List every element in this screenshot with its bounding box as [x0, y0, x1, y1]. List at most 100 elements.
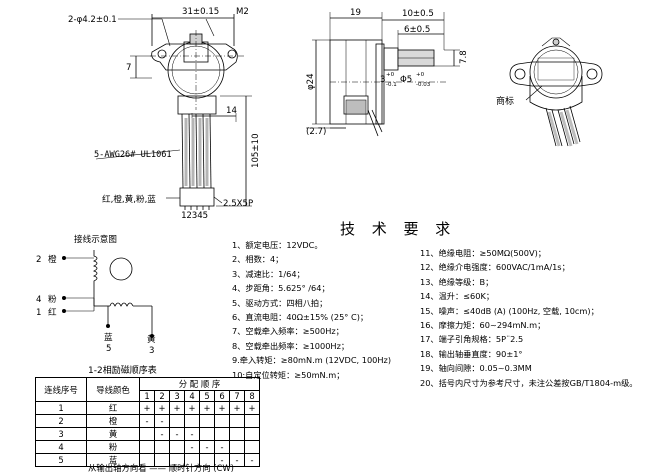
spec-item: 8、空载牵出频率：≥1000Hz；	[232, 340, 350, 351]
wire-blue-label: 蓝	[104, 331, 113, 343]
dim-6: 6±0.5	[404, 25, 430, 35]
polarity-cell	[244, 440, 260, 454]
polarity-cell	[229, 414, 245, 428]
wire-number-cell: 5	[35, 453, 87, 467]
wire-1-number: 1	[36, 308, 41, 318]
wire-color-cell: 黄	[86, 427, 140, 441]
spec-item: 4、步距角：5.625° /64；	[232, 283, 330, 294]
polarity-cell	[229, 440, 245, 454]
step-header: 3	[169, 390, 185, 402]
polarity-cell	[169, 414, 185, 428]
wire-yellow-label: 黄	[147, 333, 156, 345]
polarity-cell: -	[244, 453, 260, 467]
wire-number-cell: 4	[35, 440, 87, 454]
step-header: 4	[184, 390, 200, 402]
wire-color-cell: 橙	[86, 414, 140, 428]
polarity-cell: +	[244, 401, 260, 415]
connector	[179, 187, 215, 207]
dim-phi5-tol-bot: -0.03	[416, 82, 431, 88]
spec-item: 7、空载牵入频率：≥500Hz；	[232, 326, 344, 337]
dim-3: 3	[380, 75, 385, 85]
polarity-cell: +	[169, 401, 185, 415]
spec-item: 17、端子引角规格：5P¨2.5	[420, 334, 524, 345]
polarity-cell	[214, 414, 230, 428]
spec-item: 1、额定电压：12VDC。	[232, 240, 323, 250]
step-header: 6	[214, 390, 230, 402]
polarity-cell: -	[229, 453, 245, 467]
side-view	[306, 12, 460, 137]
wire-color-cell: 红	[86, 401, 140, 415]
spec-item: 10:自定位转矩：≥50mN.m；	[232, 369, 345, 380]
polarity-cell: -	[154, 414, 170, 428]
step-header: 2	[154, 390, 170, 402]
polarity-cell	[184, 414, 200, 428]
wire-2-color: 橙	[48, 253, 57, 265]
wire-number-cell: 2	[35, 414, 87, 428]
dim-2-7: (2.7)	[306, 127, 326, 137]
spec-list-right: 11、绝缘电阻：≥50MΩ(500V)；12、绝缘介电强度：600VAC/1mA…	[420, 246, 637, 390]
rotation-footnote: 从输出轴方向看 —— 顺时针方向 (CW)	[88, 463, 234, 473]
dim-19: 19	[350, 8, 361, 18]
step-header: 5	[199, 390, 215, 402]
spec-item: 16、摩擦力矩：60~294mN.m；	[420, 320, 546, 331]
wire-1-color: 红	[48, 306, 57, 318]
polarity-cell: +	[199, 401, 215, 415]
polarity-cell: -	[169, 427, 185, 441]
polarity-cell	[169, 440, 185, 454]
polarity-cell: -	[154, 427, 170, 441]
header-order: 分 配 顺 序	[139, 377, 260, 391]
polarity-cell	[214, 427, 230, 441]
dim-m2: M2	[236, 7, 249, 17]
polarity-cell	[244, 427, 260, 441]
wire-yellow-number: 3	[149, 346, 154, 356]
header-wire-no: 连线序号	[35, 377, 87, 402]
spec-title: 技 术 要 求	[340, 220, 457, 238]
polarity-cell: +	[139, 401, 155, 415]
sequence-table-title: 1-2相励磁顺序表	[88, 366, 157, 376]
front-view	[95, 14, 252, 210]
polarity-cell	[244, 414, 260, 428]
wire-number-cell: 1	[35, 401, 87, 415]
wiring-title: 接线示意图	[74, 233, 117, 245]
cable-spec: 5-AWG26# UL1061	[94, 150, 172, 160]
spec-item: 15、噪声：≤40dB (A) (100Hz, 空载, 10cm)；	[420, 305, 599, 316]
wire-4-color: 粉	[48, 293, 57, 305]
isometric-view	[509, 37, 603, 147]
polarity-cell: +	[214, 401, 230, 415]
wire-bundle	[181, 113, 212, 189]
polarity-cell: -	[139, 414, 155, 428]
polarity-cell: -	[184, 440, 200, 454]
connector-spec: 2.5X5P	[223, 199, 253, 209]
dim-7: 7	[126, 63, 131, 73]
spec-item: 13、绝缘等级：B；	[420, 276, 494, 287]
dim-phi24: φ24	[306, 73, 316, 90]
wire-blue-number: 5	[106, 344, 111, 354]
wire-number-cell: 3	[35, 427, 87, 441]
polarity-cell: -	[184, 427, 200, 441]
spec-item: 6、直流电阻：40Ω±15% (25° C)；	[232, 312, 369, 323]
step-header: 7	[229, 390, 245, 402]
dim-10: 10±0.5	[402, 9, 434, 19]
wire-2-number: 2	[36, 255, 41, 265]
spec-item: 20、括号内尺寸为参考尺寸，未注公差按GB/T1804-m级。	[420, 377, 638, 388]
dim-width: 31±0.15	[182, 7, 219, 17]
pin-numbers: 12345	[181, 211, 208, 221]
spec-list-left: 1、额定电压：12VDC。2、相数：4；3、减速比：1/64；4、步距角：5.6…	[232, 238, 391, 382]
dim-3-tol-bot: -0.1	[386, 82, 397, 88]
dim-3-tol-top: +0	[386, 72, 395, 78]
dim-phi5: Φ5	[400, 75, 412, 85]
spec-item: 14、温升：≤60K；	[420, 291, 495, 302]
polarity-cell	[199, 414, 215, 428]
polarity-cell: -	[199, 440, 215, 454]
dim-phi5-tol-top: +0	[416, 72, 425, 78]
polarity-cell	[199, 427, 215, 441]
spec-item: 12、绝缘介电强度：600VAC/1mA/1s；	[420, 262, 570, 273]
wire-4-number: 4	[36, 295, 41, 305]
polarity-cell: +	[154, 401, 170, 415]
polarity-cell	[154, 440, 170, 454]
